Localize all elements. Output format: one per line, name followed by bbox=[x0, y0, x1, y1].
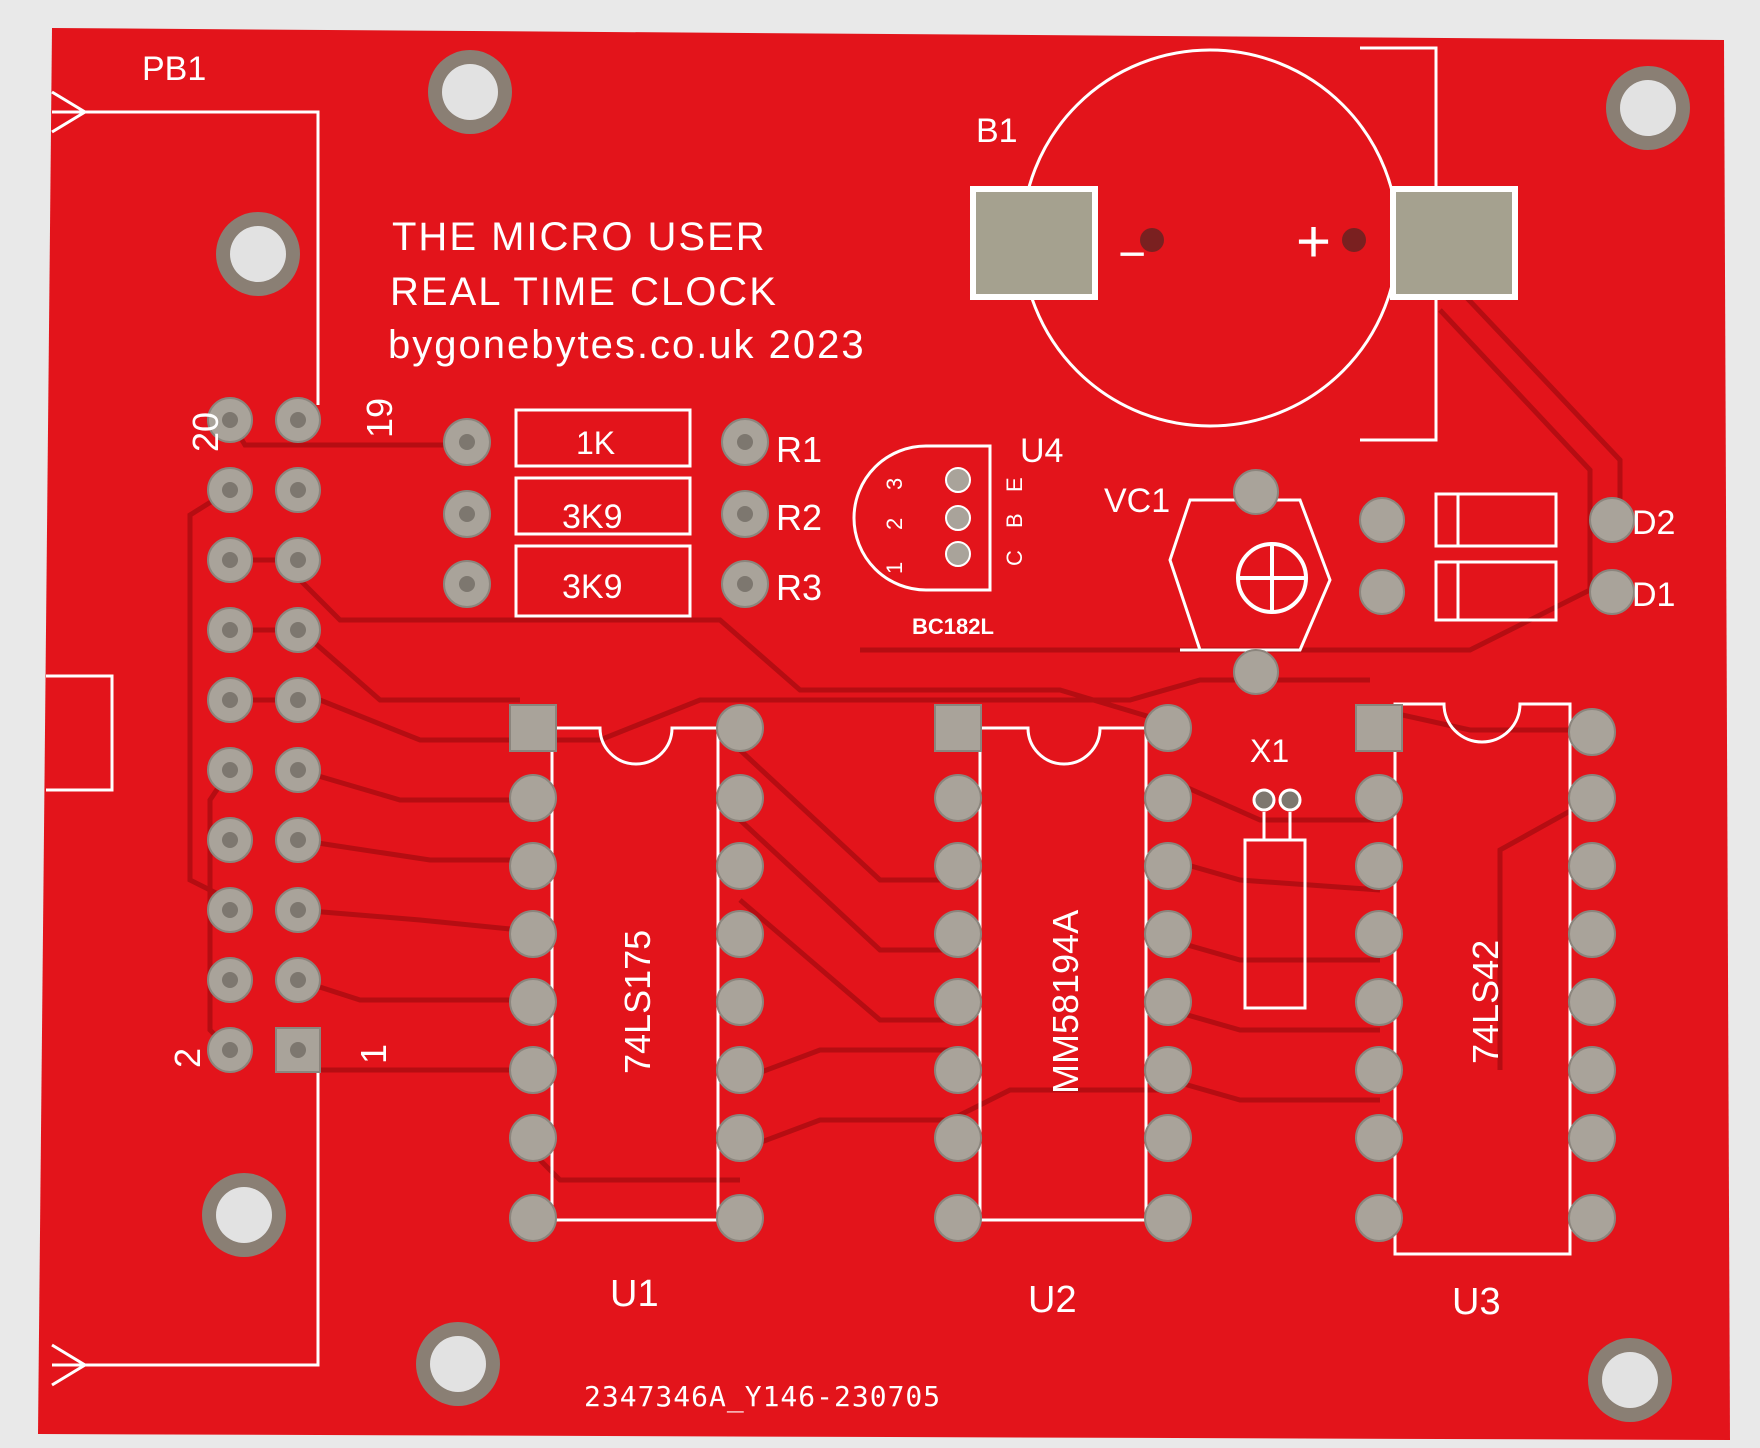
title-line-3: bygonebytes.co.uk 2023 bbox=[388, 323, 866, 367]
b1-label: B1 bbox=[976, 112, 1018, 150]
resistor-bodies bbox=[514, 408, 692, 618]
diodes-d1-d2 bbox=[1359, 492, 1635, 622]
r1-value: 1K bbox=[576, 425, 615, 461]
u4-label: U4 bbox=[1020, 432, 1063, 470]
d2-label: D2 bbox=[1632, 504, 1675, 542]
ic-pads bbox=[509, 704, 1616, 1242]
vc1-label: VC1 bbox=[1104, 482, 1170, 520]
crystal-x1 bbox=[1243, 788, 1307, 1010]
trimmer-vc1 bbox=[1168, 469, 1332, 695]
u4-pin-c: C bbox=[1002, 550, 1027, 566]
title-line-2: REAL TIME CLOCK bbox=[390, 270, 778, 314]
r2-label: R2 bbox=[776, 497, 822, 538]
u3-value: 74LS42 bbox=[1465, 940, 1506, 1064]
u4-pin-b: B bbox=[1002, 513, 1027, 528]
battery-minus-sign: − bbox=[1118, 228, 1146, 281]
r2-value: 3K9 bbox=[562, 498, 623, 536]
pin-2-label: 2 bbox=[167, 1048, 208, 1068]
r3-value: 3K9 bbox=[562, 568, 623, 606]
u2-value: MM58194A bbox=[1045, 910, 1086, 1094]
mounting-holes bbox=[202, 50, 1690, 1422]
ic-outlines bbox=[550, 702, 1572, 1256]
battery-b1 bbox=[970, 46, 1518, 442]
d1-label: D1 bbox=[1632, 576, 1675, 614]
u4-pin-e: E bbox=[1002, 477, 1027, 492]
pcb-board bbox=[38, 28, 1730, 1440]
u4-pin-1: 1 bbox=[882, 562, 907, 574]
title-line-1: THE MICRO USER bbox=[392, 215, 767, 259]
u2-label: U2 bbox=[1028, 1279, 1077, 1321]
u1-label: U1 bbox=[610, 1273, 659, 1315]
u3-label: U3 bbox=[1452, 1281, 1501, 1323]
r1-label: R1 bbox=[776, 429, 822, 470]
u1-value: 74LS175 bbox=[617, 930, 658, 1074]
u4-value: BC182L bbox=[912, 614, 994, 639]
pb1-header-pads bbox=[207, 397, 321, 1073]
serial-number: 2347346A_Y146-230705 bbox=[584, 1380, 941, 1414]
x1-label: X1 bbox=[1250, 733, 1289, 769]
pin-20-label: 20 bbox=[185, 412, 226, 452]
pin-19-label: 19 bbox=[359, 398, 400, 438]
pin-1-label: 1 bbox=[353, 1044, 394, 1064]
u4-pin-3: 3 bbox=[882, 478, 907, 490]
u4-pin-2: 2 bbox=[882, 518, 907, 530]
resistor-pads bbox=[443, 418, 769, 608]
pb1-label: PB1 bbox=[142, 50, 206, 88]
battery-plus-sign: + bbox=[1296, 208, 1331, 275]
pb1-outline bbox=[46, 90, 320, 1387]
transistor-u4 bbox=[852, 444, 992, 592]
r3-label: R3 bbox=[776, 567, 822, 608]
